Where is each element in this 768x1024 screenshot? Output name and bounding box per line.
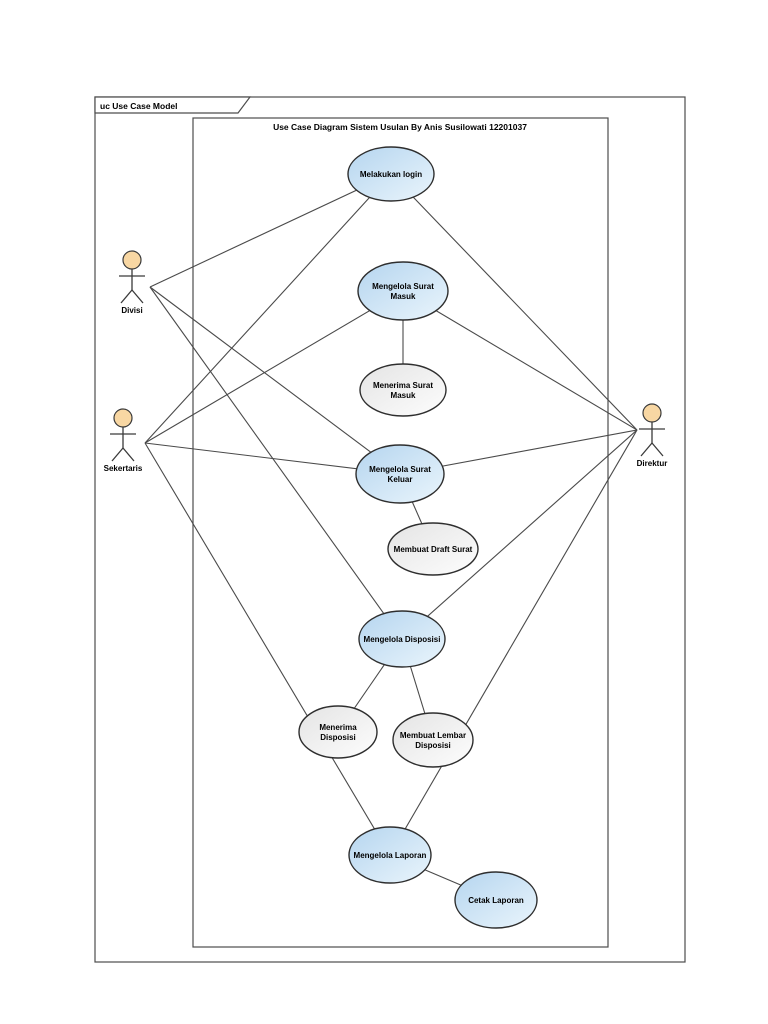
use-case-ellipse xyxy=(357,261,449,321)
use-case-label: Mengelola Disposisi xyxy=(364,635,441,644)
actor-left-leg xyxy=(120,289,133,304)
edge-direktur-laporan xyxy=(389,429,638,856)
use-case-label: Mengelola Laporan xyxy=(354,851,427,860)
use-case-cetak_laporan: Cetak Laporan xyxy=(454,871,538,929)
actor-label: Direktur xyxy=(637,459,668,468)
edge-divisi-disposisi xyxy=(149,286,403,640)
actor-divisi: Divisi xyxy=(119,250,145,315)
actor-direktur: Direktur xyxy=(637,403,668,468)
edge-direktur-surat_masuk xyxy=(402,290,638,431)
actor-right-leg xyxy=(651,442,664,457)
use-case-ellipse xyxy=(298,705,378,759)
use-case-laporan: Mengelola Laporan xyxy=(348,826,432,884)
actor-head xyxy=(122,250,142,270)
use-case-label: Membuat Draft Surat xyxy=(394,545,473,554)
use-case-ellipse xyxy=(392,712,474,768)
use-case-ellipse xyxy=(454,871,538,929)
use-case-ellipse xyxy=(347,146,435,202)
diagram-frame-tab xyxy=(94,96,252,114)
use-case-ellipse xyxy=(387,522,479,576)
actor-left-leg xyxy=(640,442,653,457)
edge-direktur-disposisi xyxy=(401,429,638,640)
frame-tab-label: uc Use Case Model xyxy=(100,101,177,111)
system-boundary xyxy=(192,117,609,948)
edge-divisi-surat_keluar xyxy=(149,286,401,475)
edge-sekertaris-surat_masuk xyxy=(144,290,404,444)
edge-sekertaris-laporan xyxy=(144,442,391,856)
diagram-title: Use Case Diagram Sistem Usulan By Anis S… xyxy=(273,122,527,132)
actor-head xyxy=(642,403,662,423)
use-case-ellipse xyxy=(359,363,447,417)
use-case-ellipse xyxy=(355,444,445,504)
use-case-draft_surat: Membuat Draft Surat xyxy=(387,522,479,576)
edge-sekertaris-login xyxy=(144,173,392,444)
actor-head xyxy=(113,408,133,428)
edge-divisi-login xyxy=(149,173,392,288)
actor-left-leg xyxy=(111,447,124,462)
use-case-label: Melakukan login xyxy=(360,170,422,179)
use-case-login: Melakukan login xyxy=(347,146,435,202)
actor-right-leg xyxy=(131,289,144,304)
actor-label: Divisi xyxy=(121,306,142,315)
edge-direktur-login xyxy=(390,173,638,431)
use-case-disposisi: Mengelola Disposisi xyxy=(358,610,446,668)
actor-label: Sekertaris xyxy=(104,464,143,473)
actor-sekertaris: Sekertaris xyxy=(104,408,143,473)
use-case-label: Cetak Laporan xyxy=(468,896,524,905)
use-case-ellipse xyxy=(348,826,432,884)
actor-right-leg xyxy=(122,447,135,462)
use-case-ellipse xyxy=(358,610,446,668)
